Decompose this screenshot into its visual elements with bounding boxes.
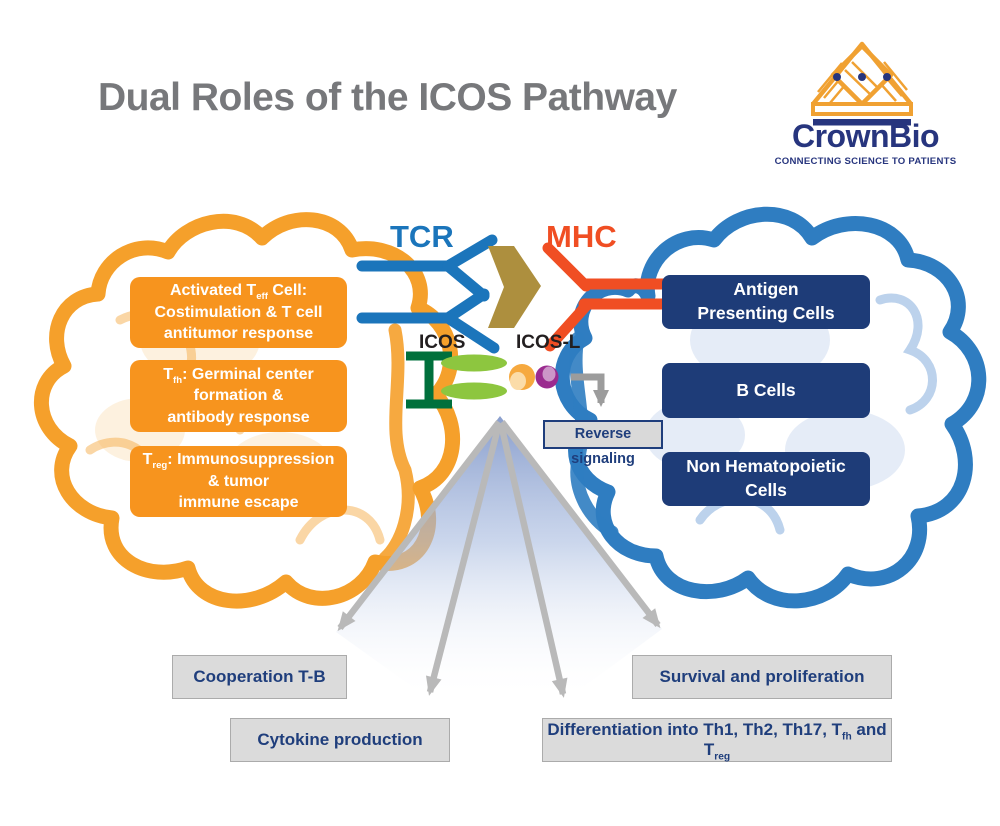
arrow-cooperation [337,420,502,632]
outcome-arrows [337,420,661,698]
icos-molecule [406,351,507,409]
box-text: Costimulation & T cell [154,303,323,321]
box-text: formation & [193,387,284,405]
page-title: Dual Roles of the ICOS Pathway [98,76,677,119]
b-cells-box: B Cells [662,363,870,418]
reverse-signaling-arrow [571,373,609,407]
icos-label: ICOS [419,332,466,353]
box-text: T [163,365,174,383]
logo-tagline: CONNECTING SCIENCE TO PATIENTS [774,156,957,167]
box-text: Non Hematopoietic [686,456,846,477]
box-text: Cells [745,480,787,500]
box-text: immune escape [178,494,299,512]
reverse-signaling-box: Reverse signaling [543,420,663,467]
box-text: Differentiation into Th1, Th2, Th17, Tfh… [547,720,887,763]
cooperation-box: Cooperation T-B [172,655,347,699]
tcr-receptor [356,234,500,354]
box-text: Activated T [169,282,257,300]
box-text: Antigen [733,279,799,300]
box-text: antitumor response [163,325,314,343]
mhc-label: MHC [546,219,617,254]
antigen-shape [488,246,541,328]
crown-icon [811,41,913,126]
tfh-box: Tfh: Germinal center formation & antibod… [130,360,347,432]
tcr-label: TCR [390,219,454,254]
box-text: Presenting Cells [697,303,835,323]
differentiation-box: Differentiation into Th1, Th2, Th17, Tfh… [542,718,892,762]
survival-box: Survival and proliferation [632,655,892,699]
box-text: T [142,451,153,469]
icos-l-molecule [509,364,559,390]
box-text: & tumor [207,472,270,490]
box-text: B Cells [736,379,796,400]
activated-teff-cell-box: Activated Teff Cell: Costimulation & T c… [130,277,347,348]
box-text: antibody response [167,408,310,426]
arrow-survival [499,420,661,629]
antigen-presenting-cells-box: Antigen Presenting Cells [662,275,870,329]
arrow-differentiation [497,423,568,698]
treg-box: Treg: Immunosuppression & tumor immune e… [130,446,347,517]
cytokine-box: Cytokine production [230,718,450,762]
icos-l-label: ICOS-L [516,332,581,353]
logo: CrownBio CONNECTING SCIENCE TO PATIENTS [768,120,963,167]
logo-name: CrownBio [791,118,940,154]
signal-fan [336,416,662,700]
arrow-cytokine [425,423,503,696]
non-hematopoietic-cells-box: Non Hematopoietic Cells [662,452,870,506]
